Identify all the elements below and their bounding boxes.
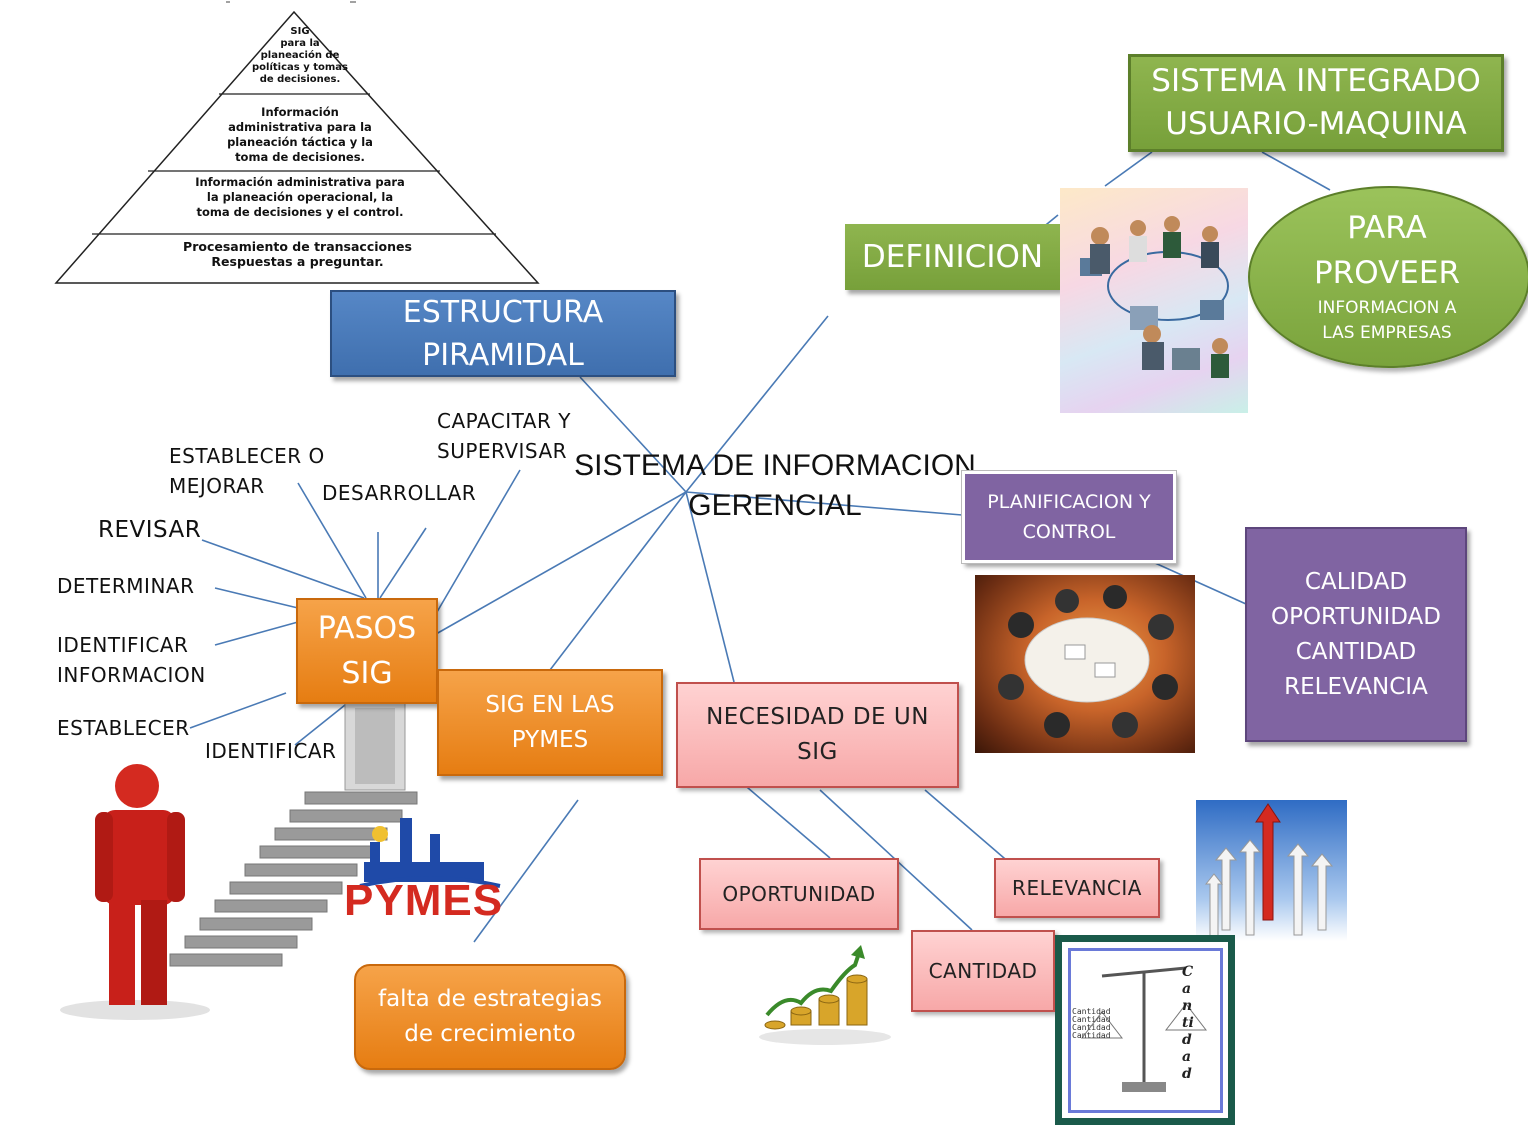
pasos-sig-box: PASOS SIG <box>296 598 438 704</box>
definicion-box: DEFINICION <box>845 224 1060 290</box>
oportunidad-box: OPORTUNIDAD <box>699 858 899 930</box>
cantidad-scale-image: Cantidad Cantidad Cantidad Cantidad Cant… <box>1055 935 1235 1125</box>
pyramid-level-3-text: Información administrativa para la plane… <box>195 175 405 219</box>
step-identificar: IDENTIFICAR <box>205 739 337 763</box>
para-proveer-text: PARA PROVEER <box>1313 210 1460 291</box>
pyramid-diagram <box>54 1 540 284</box>
para-proveer-subtext: INFORMACION A LAS EMPRESAS <box>1317 298 1457 343</box>
step-identificar-informacion: IDENTIFICAR INFORMACION <box>57 633 206 687</box>
arrows-growth-image <box>1196 800 1347 941</box>
relevancia-box: RELEVANCIA <box>994 858 1160 918</box>
sistema-integrado-box: SISTEMA INTEGRADO USUARIO-MAQUINA <box>1128 54 1504 152</box>
pymes-logo-text: PYMES <box>344 876 504 925</box>
step-capacitar: CAPACITAR Y SUPERVISAR <box>437 409 571 463</box>
cantidad-box: CANTIDAD <box>911 930 1055 1012</box>
pyramid-level-1-text: SIG para la planeación de políticas y to… <box>252 26 348 85</box>
pyramid-level-4-text: Procesamiento de transacciones Respuesta… <box>183 239 412 269</box>
meeting-table-photo <box>975 575 1195 753</box>
cantidad-vertical-text: Cantidad <box>1182 964 1194 1082</box>
calidad-box: CALIDAD OPORTUNIDAD CANTIDAD RELEVANCIA <box>1245 527 1467 742</box>
step-determinar: DETERMINAR <box>57 574 195 598</box>
step-establecer-mejorar: ESTABLECER O MEJORAR <box>169 444 325 498</box>
pymes-logo-icon <box>359 818 501 888</box>
center-title: SISTEMA DE INFORMACION GERENCIAL <box>574 449 976 522</box>
sig-pymes-box: SIG EN LAS PYMES <box>437 669 663 776</box>
pyramid-level-2-text: Información administrativa para la plane… <box>227 105 373 164</box>
step-revisar: REVISAR <box>98 517 202 543</box>
para-proveer-ellipse <box>1248 186 1528 368</box>
step-desarrollar: DESARROLLAR <box>322 481 477 505</box>
cantidad-scale-text: Cantidad Cantidad Cantidad Cantidad <box>1072 1007 1111 1040</box>
growth-coins-icon <box>759 945 891 1045</box>
person-stairs-illustration <box>60 700 418 1020</box>
necesidad-sig-box: NECESIDAD DE UN SIG <box>676 682 959 788</box>
office-meeting-image <box>1060 188 1248 413</box>
step-establecer: ESTABLECER <box>57 716 190 740</box>
planificacion-box: PLANIFICACION Y CONTROL <box>961 470 1177 564</box>
falta-estrategias-box: falta de estrategias de crecimiento <box>354 964 626 1070</box>
estructura-piramidal-box: ESTRUCTURA PIRAMIDAL <box>330 290 676 377</box>
